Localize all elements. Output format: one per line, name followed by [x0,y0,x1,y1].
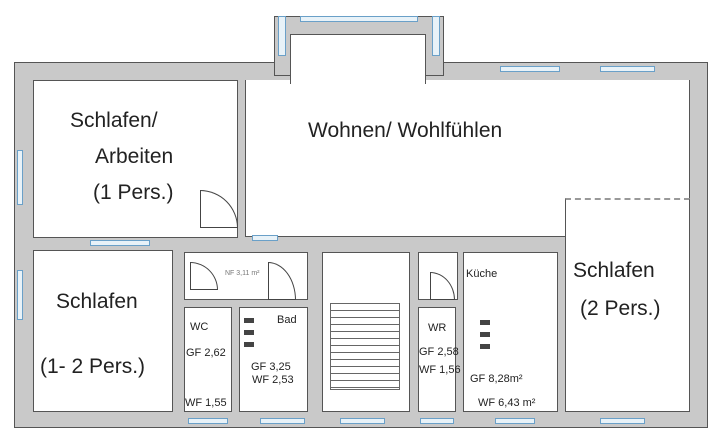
window [188,418,228,424]
window [17,150,23,205]
label-schlafen-right-persons: (2 Pers.) [580,297,661,320]
label-wohnen: Wohnen/ Wohlfühlen [308,119,503,142]
label-schlafen-left-persons: (1- 2 Pers.) [40,355,146,378]
label-kueche-wf: WF 6,43 m² [478,397,536,409]
room-kueche [463,252,558,412]
window [420,418,454,424]
label-kueche-gf: GF 8,28m² [470,373,523,385]
window [260,418,305,424]
stove-burner [480,344,490,349]
stove-burner [480,332,490,337]
room-schlafen-right [565,198,690,412]
label-schlafen-arbeiten-2: Arbeiten [95,145,174,168]
label-schlafen-arbeiten-1: Schlafen/ [70,109,158,132]
label-bad-gf: GF 3,25 [251,361,291,373]
label-flur: NF 3,11 m² [225,270,260,277]
label-wc-wf: WF 1,55 [185,397,227,409]
room-wr [418,307,456,412]
window [252,235,278,241]
label-schlafen-arbeiten-3: (1 Pers.) [93,181,174,204]
label-wc: WC [190,321,209,333]
label-bad-wf: WF 2,53 [252,374,294,386]
window [500,66,560,72]
window [17,270,23,320]
room-bad [239,307,308,412]
label-bad: Bad [277,314,297,326]
label-schlafen-right: Schlafen [573,259,655,282]
window [432,16,440,56]
window [90,240,150,246]
window [278,16,286,56]
stove-burner [480,320,490,325]
bay-area [290,34,426,84]
label-schlafen-left: Schlafen [56,290,138,313]
stove-burner [244,330,254,335]
stove-burner [244,342,254,347]
label-wc-gf: GF 2,62 [186,347,226,359]
label-wr: WR [428,322,447,334]
window [340,418,385,424]
window [495,418,535,424]
window [300,16,418,22]
label-kueche: Küche [466,268,498,280]
window [600,418,645,424]
stove-burner [244,318,254,323]
label-wr-gf: GF 2,58 [419,346,459,358]
label-wr-wf: WF 1,56 [419,364,461,376]
staircase [330,303,400,390]
window [600,66,655,72]
room-wc [184,307,232,412]
room-schlafen-left [33,250,173,412]
